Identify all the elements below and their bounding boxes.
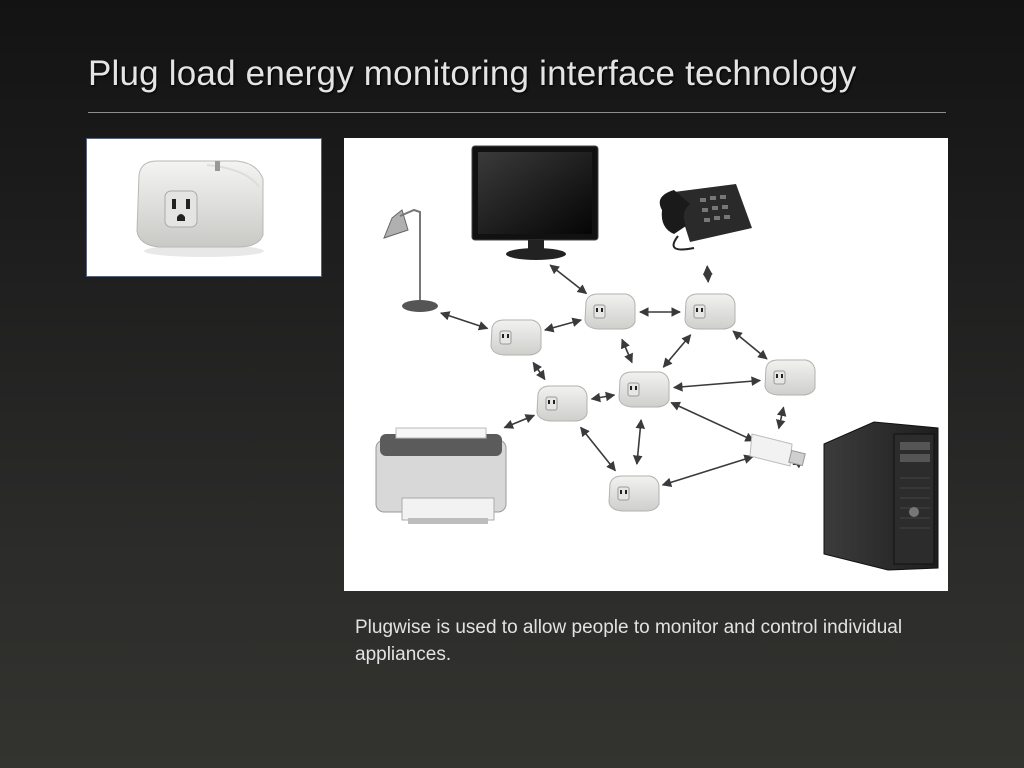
plug-device-photo [86,138,322,277]
arrow-phone-plug-3 [702,265,713,284]
plug-1-icon [490,319,542,356]
server-tower-icon [823,421,939,571]
network-diagram-canvas [375,145,939,571]
arrow-monitor-plug-2 [549,264,588,295]
arrow-plug-5-plug-6 [590,391,616,403]
arrow-plug-3-plug-4 [732,330,768,360]
plug-2-icon [584,293,636,330]
title-divider [88,112,946,113]
arrow-plug-6-plug-7 [632,418,646,466]
arrow-plug-1-plug-2 [543,317,583,333]
monitor-icon [471,145,599,260]
plug-6-icon [618,371,670,408]
printer-icon [375,427,507,524]
plug-modules [490,293,816,512]
arrow-plug-3-plug-6 [662,334,692,368]
plug-3-icon [684,293,736,330]
plug-5-icon [536,385,588,422]
slide-title: Plug load energy monitoring interface te… [88,54,857,93]
plug-4-icon [764,359,816,396]
arrow-plug-5-printer [503,414,536,429]
arrow-plug-5-plug-7 [580,426,616,472]
arrow-lamp-plug-1 [439,311,489,331]
plug-7-icon [608,475,660,512]
lamp-icon [383,208,438,312]
plug-device-icon [136,160,264,257]
arrow-plug-7-usb-stick [661,454,754,487]
phone-icon [659,184,752,251]
arrow-plug-6-usb-stick [670,401,755,442]
plugwise-network-diagram [344,138,948,591]
arrow-plug-1-plug-5 [532,361,546,381]
slide-caption: Plugwise is used to allow people to moni… [355,617,903,665]
arrow-plug-4-usb-stick [775,406,787,430]
arrow-plug-2-plug-6 [621,338,633,364]
arrow-plug-6-plug-4 [672,376,762,392]
usb-stick-icon [749,433,806,467]
connection-arrows [439,264,804,487]
